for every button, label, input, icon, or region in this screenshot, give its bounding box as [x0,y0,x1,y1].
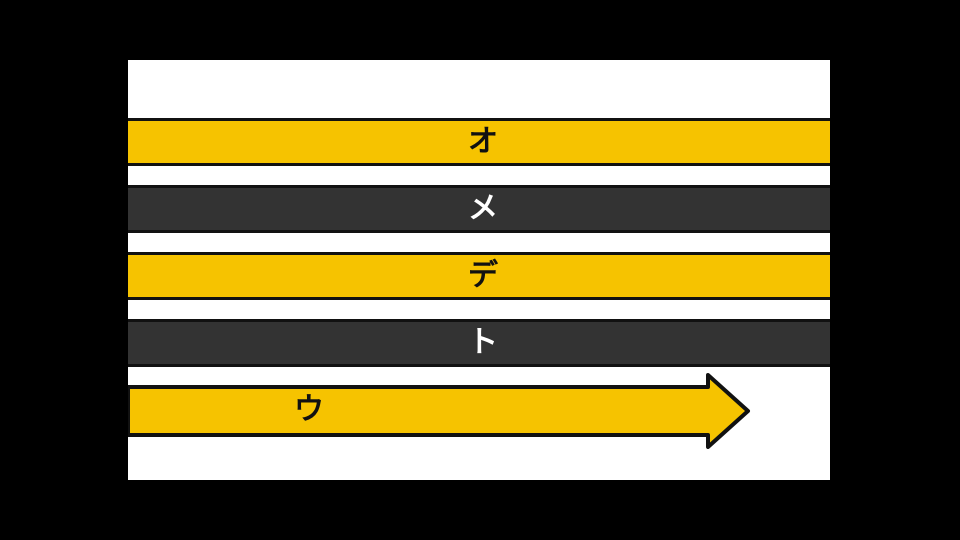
band-2-label: メ [468,191,498,226]
arrow-label: ウ [294,392,324,427]
band-4: ト [128,319,830,367]
band-3-label: デ [468,258,498,293]
band-2: メ [128,185,830,233]
band-4-label: ト [468,325,498,360]
right-arrow-icon [128,373,750,449]
banner-panel: オ メ デ ト ウ [128,60,830,480]
band-3: デ [128,252,830,300]
arrow-band: ウ [128,373,753,449]
band-1-label: オ [468,124,498,159]
band-1: オ [128,118,830,166]
